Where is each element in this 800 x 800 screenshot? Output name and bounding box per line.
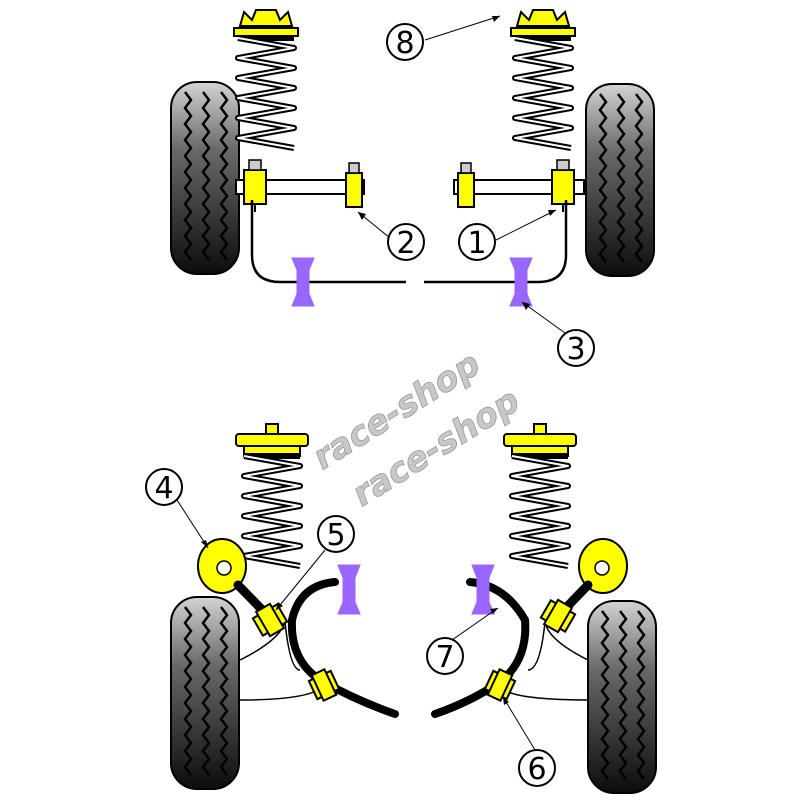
callout-2: 2 — [387, 223, 425, 261]
svg-text:3: 3 — [566, 332, 585, 367]
right-bottom-spring — [503, 423, 577, 566]
callout-5: 5 — [317, 515, 355, 553]
leader-line-7 — [451, 607, 499, 641]
callout-3: 3 — [557, 329, 595, 367]
callout-7: 7 — [426, 637, 464, 675]
svg-text:4: 4 — [154, 471, 173, 506]
left-hub-lines — [239, 621, 319, 701]
left-wishbone — [287, 578, 399, 718]
bush-2-inner-left — [345, 162, 363, 208]
bush-5-link — [251, 602, 289, 638]
bush-3-right-purple — [509, 257, 533, 307]
svg-text:5: 5 — [326, 518, 345, 553]
svg-text:2: 2 — [396, 226, 415, 261]
left-wishbone-bush — [307, 668, 341, 702]
left-rear-beam — [235, 179, 365, 195]
bottom-left-purple-bush — [337, 564, 361, 615]
anti-roll-bar-right — [424, 200, 568, 284]
bush-1-inner-right — [457, 162, 475, 208]
left-top-spring — [233, 9, 299, 148]
bush-6-wishbone — [483, 668, 517, 702]
leader-line-4 — [176, 499, 209, 549]
svg-text:7: 7 — [435, 640, 454, 675]
callout-4: 4 — [145, 468, 183, 506]
right-top-spring — [510, 9, 576, 148]
leader-line-6 — [502, 696, 536, 751]
left-front-tyre — [169, 595, 241, 791]
anti-roll-bar-left — [250, 200, 406, 284]
leader-line-1 — [495, 209, 557, 241]
bush-1-outer-right — [551, 159, 575, 212]
right-top-mount-disc — [578, 538, 628, 594]
top-assembly — [169, 9, 656, 334]
svg-text:6: 6 — [527, 752, 546, 787]
bush-3-left-purple — [291, 257, 315, 307]
svg-text:8: 8 — [395, 26, 414, 61]
right-link-bush — [539, 598, 577, 634]
callout-8: 8 — [386, 23, 424, 61]
svg-text:1: 1 — [467, 226, 486, 261]
bush-7-purple — [471, 564, 495, 615]
leader-line-5 — [275, 549, 326, 611]
leader-line-3 — [521, 301, 566, 334]
right-wishbone — [431, 578, 530, 718]
left-rear-tyre — [169, 80, 241, 276]
right-rear-tyre — [584, 82, 656, 278]
bush-2-outer-left — [243, 159, 267, 212]
leader-line-8 — [424, 15, 501, 41]
race-shop-watermark: race-shop race-shop — [305, 343, 527, 515]
bush-4-top-mount — [197, 538, 247, 594]
bottom-assembly — [169, 423, 658, 795]
callout-1: 1 — [458, 223, 496, 261]
left-bottom-spring — [235, 423, 309, 566]
right-front-tyre — [586, 599, 658, 795]
callout-6: 6 — [518, 749, 556, 787]
